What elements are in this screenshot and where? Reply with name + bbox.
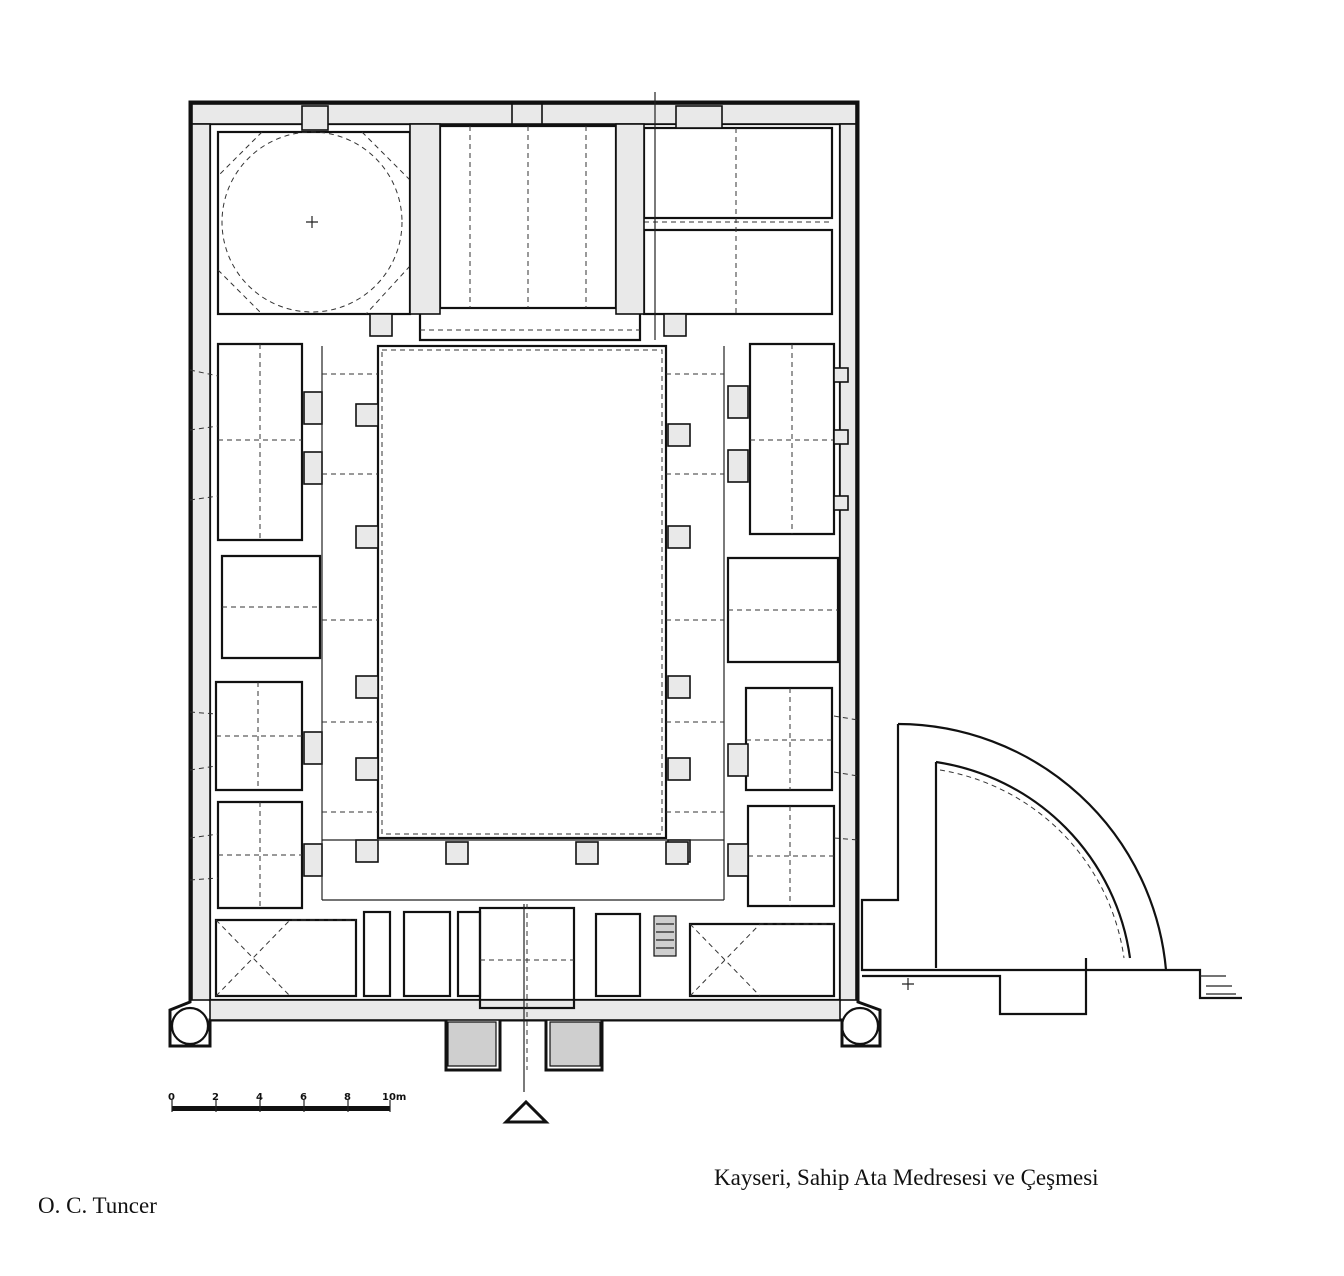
- scale-bar: 0 2 4 6 8 10m: [168, 1092, 406, 1112]
- scale-tick-6: 6: [300, 1092, 307, 1103]
- scale-tick-10m: 10m: [382, 1092, 406, 1103]
- north-range: [216, 92, 834, 342]
- drawing-title: Kayseri, Sahip Ata Medresesi ve Çeşmesi: [714, 1165, 1099, 1190]
- drawing-author: O. C. Tuncer: [38, 1193, 157, 1218]
- scale-tick-4: 4: [256, 1092, 263, 1103]
- west-cells: [189, 342, 379, 910]
- fountain-annex: [860, 722, 1242, 1016]
- courtyard: [376, 344, 668, 840]
- scale-tick-0: 0: [168, 1092, 175, 1103]
- east-cells: [666, 342, 859, 908]
- scale-tick-8: 8: [344, 1092, 351, 1103]
- scale-tick-2: 2: [212, 1092, 219, 1103]
- north-arrow-icon: [502, 1099, 550, 1124]
- south-range: [214, 839, 836, 1092]
